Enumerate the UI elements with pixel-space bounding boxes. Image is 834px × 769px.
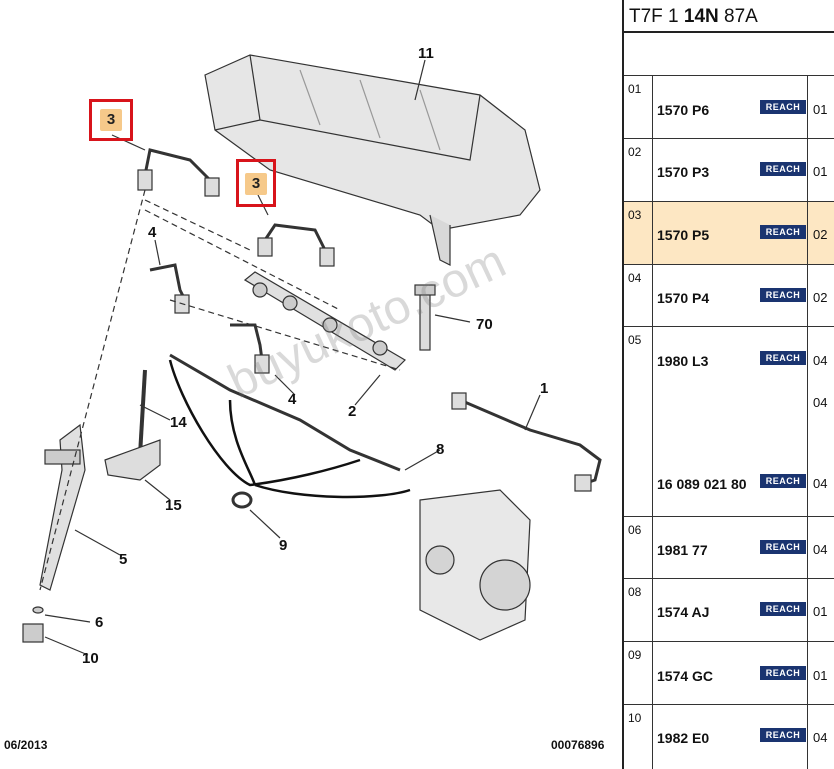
title-suffix: 87A xyxy=(718,6,758,27)
reach-badge: REACH xyxy=(760,100,806,114)
parts-diagram: 11 3 3 4 70 1 4 14 2 8 15 9 5 6 10 buyuk… xyxy=(4,45,605,752)
parts-row[interactable]: 08 1574 AJ REACH 01 xyxy=(624,578,834,641)
part-quantity: 04 xyxy=(813,476,828,491)
divider xyxy=(807,139,808,201)
part-reference[interactable]: 1980 L3 xyxy=(657,353,709,369)
title-prefix: T7F 1 xyxy=(629,6,684,27)
part-reference[interactable]: 1570 P6 xyxy=(657,102,710,118)
parts-row[interactable]: 02 1570 P3 REACH 01 xyxy=(624,138,834,201)
divider xyxy=(807,705,808,769)
part-quantity: 04 xyxy=(813,730,828,745)
callout-2[interactable]: 2 xyxy=(348,403,357,420)
divider xyxy=(807,265,808,326)
part-quantity: 01 xyxy=(813,102,828,117)
row-index: 04 xyxy=(628,271,642,285)
divider xyxy=(807,327,808,516)
part-reference[interactable]: 1574 AJ xyxy=(657,604,710,620)
part-reference[interactable]: 1570 P5 xyxy=(657,227,710,243)
reach-badge: REACH xyxy=(760,288,806,302)
parts-row-selected[interactable]: 03 1570 P5 REACH 02 xyxy=(624,201,834,264)
divider xyxy=(652,579,653,641)
part-quantity: 04 xyxy=(813,542,828,557)
reach-badge: REACH xyxy=(760,728,806,742)
row-index: 09 xyxy=(628,648,642,662)
part-reference[interactable]: 1574 GC xyxy=(657,668,714,684)
row-index: 03 xyxy=(628,208,642,222)
part-quantity: 04 xyxy=(813,395,828,410)
callout-4[interactable]: 4 xyxy=(288,391,297,408)
row-index: 06 xyxy=(628,523,642,537)
part-quantity: 02 xyxy=(813,227,828,242)
row-index: 10 xyxy=(628,711,642,725)
title-bold: 14N xyxy=(683,6,719,27)
panel-title: T7F 1 14N 87A xyxy=(624,0,834,33)
reach-badge: REACH xyxy=(760,162,806,176)
reach-badge: REACH xyxy=(760,540,806,554)
divider xyxy=(652,705,653,769)
row-index: 02 xyxy=(628,145,642,159)
divider xyxy=(652,76,653,138)
callout-3-highlighted[interactable]: 3 xyxy=(100,109,122,131)
reach-badge: REACH xyxy=(760,602,806,616)
divider xyxy=(652,517,653,578)
part-reference[interactable]: 1570 P3 xyxy=(657,164,710,180)
reach-badge: REACH xyxy=(760,225,806,239)
callout-4[interactable]: 4 xyxy=(148,224,157,241)
diagram-date: 06/2013 xyxy=(4,738,48,752)
divider xyxy=(652,139,653,201)
divider xyxy=(652,265,653,326)
callout-14[interactable]: 14 xyxy=(170,414,187,431)
callout-9[interactable]: 9 xyxy=(279,537,288,554)
part-reference[interactable]: 16 089 021 80 xyxy=(657,476,747,492)
callout-11[interactable]: 11 xyxy=(418,45,434,62)
divider xyxy=(807,517,808,578)
diagram-drawing xyxy=(22,54,602,656)
part-quantity: 01 xyxy=(813,604,828,619)
callout-1[interactable]: 1 xyxy=(540,380,549,397)
reach-badge: REACH xyxy=(760,474,806,488)
row-index: 01 xyxy=(628,82,642,96)
callout-10[interactable]: 10 xyxy=(82,650,99,667)
parts-row[interactable]: 01 1570 P6 REACH 01 xyxy=(624,75,834,138)
part-reference[interactable]: 1981 77 xyxy=(657,542,708,558)
parts-list-panel: T7F 1 14N 87A 01 1570 P6 REACH 01 02 157… xyxy=(622,0,834,769)
divider xyxy=(807,202,808,264)
callout-3-highlighted[interactable]: 3 xyxy=(245,173,267,195)
part-reference[interactable]: 1570 P4 xyxy=(657,290,710,306)
part-reference[interactable]: 1982 E0 xyxy=(657,730,710,746)
part-quantity: 01 xyxy=(813,164,828,179)
callout-highlight-box xyxy=(236,159,276,207)
parts-row[interactable]: 09 1574 GC REACH 01 xyxy=(624,641,834,704)
divider xyxy=(652,642,653,704)
parts-row[interactable]: 06 1981 77 REACH 04 xyxy=(624,516,834,578)
reach-badge: REACH xyxy=(760,666,806,680)
callout-6[interactable]: 6 xyxy=(95,614,104,631)
callout-8[interactable]: 8 xyxy=(436,441,445,458)
parts-row[interactable]: 10 1982 E0 REACH 04 xyxy=(624,704,834,769)
row-index: 08 xyxy=(628,585,642,599)
part-quantity: 04 xyxy=(813,353,828,368)
divider xyxy=(652,202,653,264)
divider xyxy=(807,579,808,641)
diagram-code: 00076896 xyxy=(551,738,605,752)
divider xyxy=(652,327,653,516)
callout-highlight-box xyxy=(89,99,133,141)
part-quantity: 02 xyxy=(813,290,828,305)
divider xyxy=(807,76,808,138)
part-quantity: 01 xyxy=(813,668,828,683)
callout-5[interactable]: 5 xyxy=(119,551,128,568)
parts-row[interactable]: 04 1570 P4 REACH 02 xyxy=(624,264,834,326)
callout-15[interactable]: 15 xyxy=(165,497,182,514)
parts-row[interactable]: 05 1980 L3 REACH 04 04 16 089 021 80 REA… xyxy=(624,326,834,516)
row-index: 05 xyxy=(628,333,642,347)
callout-70[interactable]: 70 xyxy=(476,316,493,333)
divider xyxy=(807,642,808,704)
reach-badge: REACH xyxy=(760,351,806,365)
